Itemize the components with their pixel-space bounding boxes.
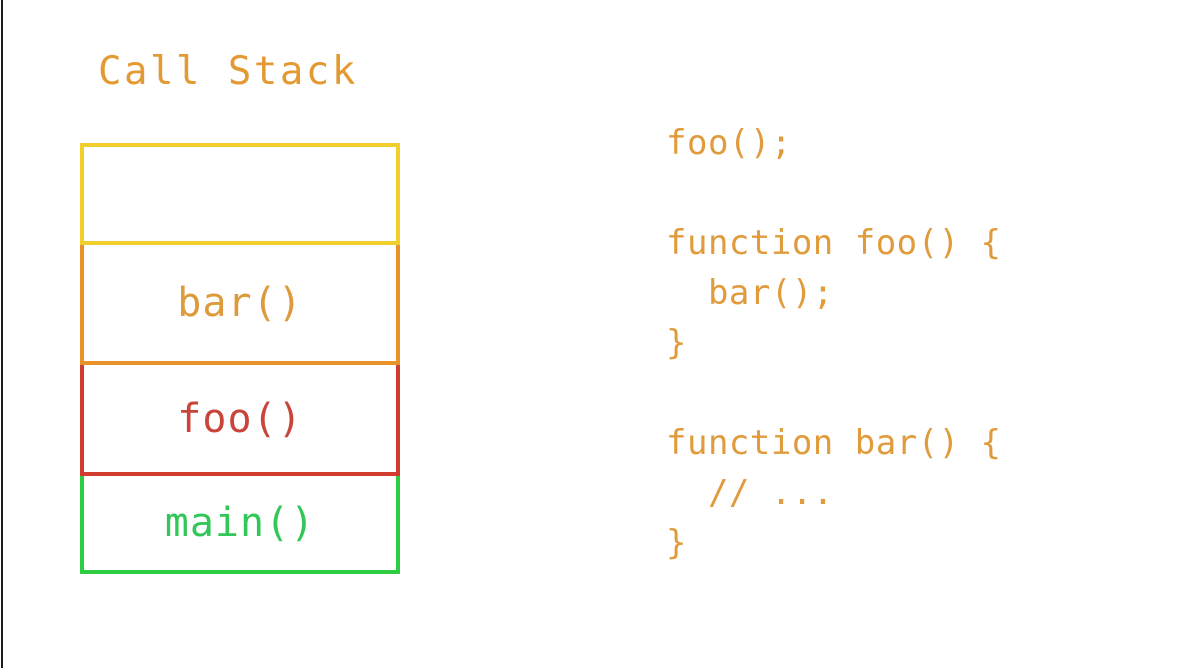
stack-frame-main: main()	[80, 472, 400, 574]
stack-frame-label: main()	[164, 500, 316, 546]
code-line: bar();	[666, 273, 834, 313]
stack-frame-foo: foo()	[80, 361, 400, 476]
code-line: function bar() {	[666, 423, 1002, 463]
stack-frame-label: bar()	[177, 280, 303, 326]
code-line: }	[666, 323, 687, 363]
code-panel: foo(); function foo() { bar(); } functio…	[666, 118, 1136, 568]
stack-frame-label: foo()	[177, 395, 303, 442]
call-stack-title: Call Stack	[98, 49, 358, 94]
stack-frame-empty	[80, 143, 400, 245]
call-stack-frames: bar() foo() main()	[80, 143, 400, 574]
code-line	[666, 168, 1136, 218]
stack-frame-bar: bar()	[80, 241, 400, 365]
left-edge-rule	[1, 0, 3, 668]
code-line: // ...	[666, 473, 834, 513]
code-line	[666, 368, 1136, 418]
code-line: function foo() {	[666, 223, 1002, 263]
code-line: foo();	[666, 123, 792, 163]
code-line: }	[666, 523, 687, 563]
